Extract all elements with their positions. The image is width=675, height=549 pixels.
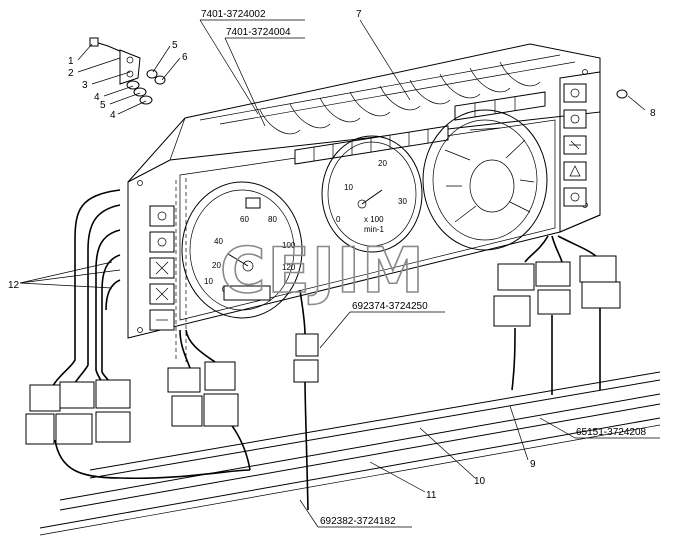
callout-3: 3 <box>82 80 88 91</box>
callout-12: 12 <box>8 280 20 291</box>
callout-11: 11 <box>426 490 437 501</box>
speedometer: 20 40 60 80 100 120 10 0 <box>181 181 303 319</box>
leader-lines <box>19 19 660 528</box>
callout-1: 1 <box>68 56 74 67</box>
speedo-tick-40: 40 <box>214 237 223 246</box>
speedo-tick-80: 80 <box>268 215 277 224</box>
label-harness-bottom: 692382-3724182 <box>320 516 396 527</box>
speedo-tick-120: 120 <box>282 263 296 272</box>
connectors <box>25 255 621 445</box>
label-harness-right: 65151-3724208 <box>576 427 647 438</box>
speedo-tick-10: 10 <box>204 277 213 286</box>
tacho-tick-30: 30 <box>398 197 407 206</box>
callout-8: 8 <box>650 108 656 119</box>
fastener-parts <box>89 37 628 105</box>
tacho-tick-20: 20 <box>378 159 387 168</box>
speedo-tick-100: 100 <box>282 241 296 250</box>
part-number-labels: 7401-3724002 7401-3724004 692374-3724250… <box>201 9 647 527</box>
harness-rails <box>39 371 661 536</box>
callout-10: 10 <box>474 476 486 487</box>
callout-2: 2 <box>68 68 74 79</box>
speedo-tick-20: 20 <box>212 261 221 270</box>
right-switch-column <box>563 83 587 207</box>
shroud-ribs <box>259 61 541 135</box>
callout-5b: 5 <box>100 100 106 111</box>
instrument-panel <box>127 43 601 339</box>
tacho-tick-0: 0 <box>336 215 341 224</box>
callout-4b: 4 <box>110 110 116 121</box>
callout-numbers: 1 2 3 4 5 4 5 6 7 8 12 9 10 11 <box>8 9 656 501</box>
label-cluster-a: 7401-3724002 <box>201 9 266 20</box>
tacho-tick-10: 10 <box>344 183 353 192</box>
speedo-tick-60: 60 <box>240 215 249 224</box>
callout-7: 7 <box>356 9 362 20</box>
combination-gauge <box>422 109 548 251</box>
left-switch-column <box>149 205 175 331</box>
callout-4a: 4 <box>94 92 100 103</box>
label-cluster-b: 7401-3724004 <box>226 27 291 38</box>
callout-5a: 5 <box>172 40 178 51</box>
tachometer: 0 10 20 30 x 100 min-1 <box>321 135 423 253</box>
tacho-unit-multiplier: x 100 <box>364 215 384 224</box>
label-harness-center: 692374-3724250 <box>352 301 428 312</box>
harness-wires <box>47 178 601 511</box>
watermark-text: CEJIM <box>220 234 426 307</box>
callout-9: 9 <box>530 459 536 470</box>
indicator-lamp-strip <box>294 91 546 165</box>
callout-6: 6 <box>182 52 188 63</box>
tacho-unit: min-1 <box>364 225 385 234</box>
